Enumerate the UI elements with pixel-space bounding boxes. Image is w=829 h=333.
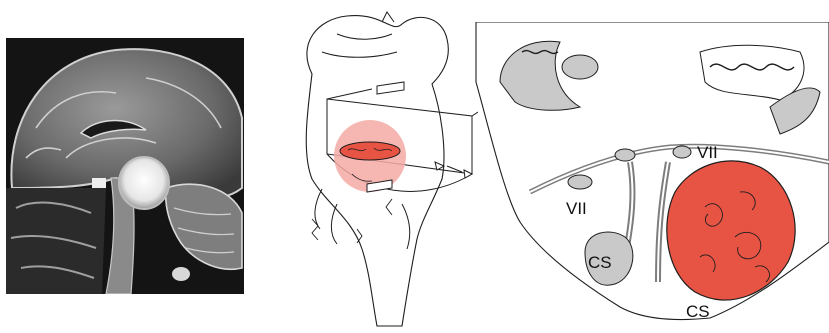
upper-left-nucleus — [562, 55, 598, 79]
mri-image — [6, 38, 244, 294]
pituitary — [92, 178, 106, 188]
axial-section-panel: VII VII CS CS — [470, 22, 829, 322]
label-cs-bottom: CS — [686, 302, 710, 321]
mri-bright-spot — [172, 267, 190, 281]
mri-tumor — [119, 157, 169, 209]
nucleus-left-upper — [615, 149, 635, 161]
label-vii-upper: VII — [697, 143, 718, 162]
nucleus-right-upper — [673, 146, 691, 158]
label-vii-lower: VII — [566, 199, 587, 218]
tumor-cross-section — [340, 142, 400, 160]
mri-sagittal-panel — [6, 38, 244, 294]
brainstem-drawing — [282, 4, 478, 328]
section-drawing: VII VII CS CS — [470, 22, 829, 322]
label-cs-left: CS — [588, 253, 612, 272]
vii-nucleus-left — [568, 175, 592, 189]
brainstem-schematic-panel — [282, 4, 478, 328]
